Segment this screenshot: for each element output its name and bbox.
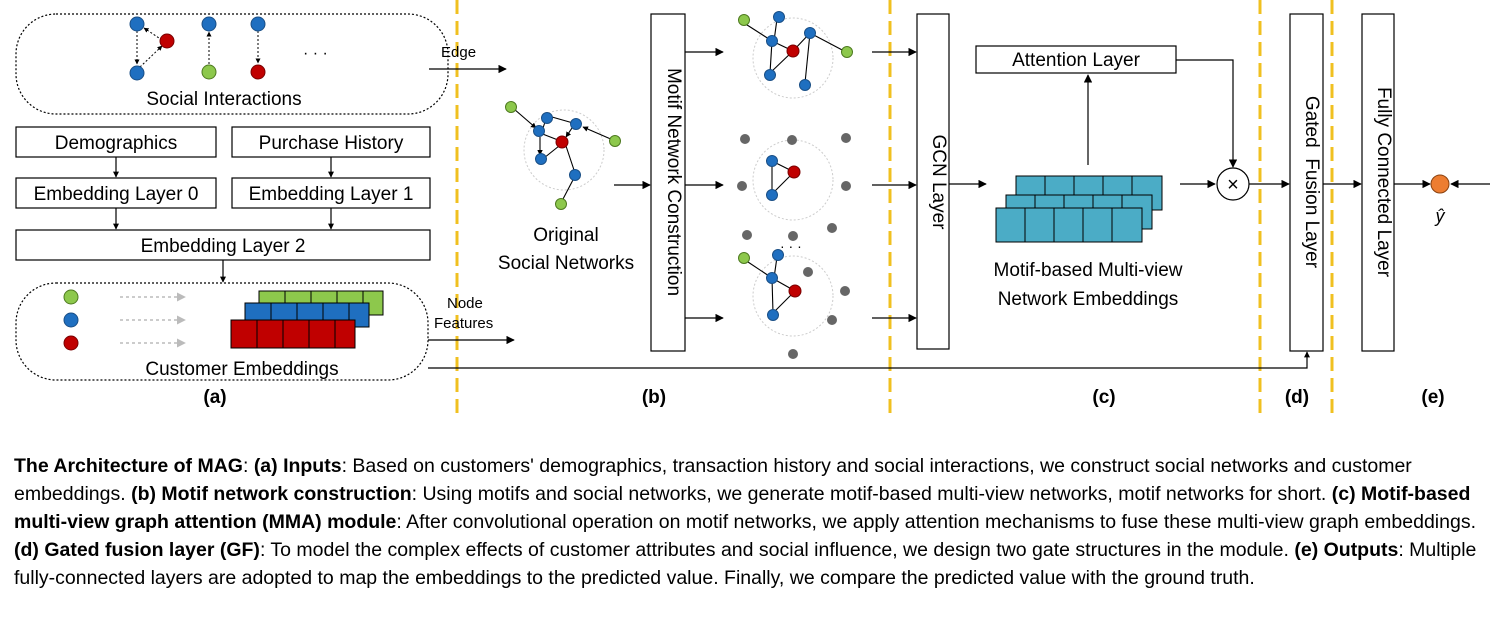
customer-embeddings-label: Customer Embeddings (145, 359, 338, 380)
customer-embeddings-group: Customer Embeddings (15, 282, 429, 381)
fully-connected-layer-label: Fully Connected Layer (1373, 87, 1394, 278)
gated-fusion-layer-box (1289, 13, 1324, 352)
gcn-layer-box (916, 13, 950, 350)
caption-c-label: (c) Motif-based multi-view graph attenti… (14, 483, 1471, 533)
motif-view-graph-3 (738, 249, 850, 359)
panel-label-b: (b) (642, 387, 666, 408)
bypass-arrow-to-gated-fusion (428, 351, 1310, 369)
panel-label-a: (a) (203, 387, 226, 408)
y-hat-label: ŷ (1434, 206, 1446, 226)
motif-view-graph-1 (738, 11, 853, 99)
node-features-label-2: Features (434, 315, 493, 332)
demographics-label: Demographics (55, 133, 178, 154)
embedding-bar-red (230, 319, 356, 349)
caption-c-text: : After convolutional operation on motif… (396, 511, 1476, 533)
demographics-box (15, 126, 217, 158)
edge-label: Edge (441, 44, 476, 61)
pair-motif-red-icon (250, 16, 266, 80)
node-features-label-1: Node (447, 295, 483, 312)
caption-e-text: : Multiple fully-connected layers are ad… (14, 539, 1477, 589)
gcn-layer-label: GCN Layer (928, 134, 949, 230)
caption-a-text: : Based on customers' demographics, tran… (14, 455, 1412, 505)
original-networks-label-2: Social Networks (498, 253, 634, 274)
multiply-symbol: × (1227, 174, 1239, 196)
social-interactions-label: Social Interactions (146, 89, 301, 110)
figure-caption: The Architecture of MAG: (a) Inputs: Bas… (14, 452, 1484, 592)
panel-labels: (a) (b) (c) (d) (e) (203, 387, 1444, 408)
gated-fusion-layer-label: Gated Fusion Layer (1301, 96, 1322, 269)
attention-layer-label: Attention Layer (1012, 50, 1140, 71)
panel-label-c: (c) (1092, 387, 1115, 408)
original-social-network-graph (505, 101, 621, 210)
purchase-history-label: Purchase History (259, 133, 404, 154)
multi-view-embeddings-cube (995, 175, 1163, 243)
original-networks-label-1: Original (533, 225, 598, 246)
caption-b-label: (b) Motif network construction (131, 483, 412, 505)
panel-dividers (455, 0, 1334, 420)
caption-b-text: : Using motifs and social networks, we g… (411, 483, 1332, 505)
social-interactions-group: · · · Social Interactions (15, 13, 449, 115)
attention-layer-box (975, 45, 1177, 74)
caption-title: The Architecture of MAG (14, 455, 243, 477)
caption-sep: : (242, 455, 254, 477)
motif-network-construction-label: Motif Network Construction (663, 68, 684, 296)
triangle-motif-icon (129, 16, 175, 81)
mag-architecture-diagram: · · · Social Interactions Edge Demograph… (15, 0, 1490, 420)
customer-node-green (63, 289, 79, 305)
embedding-layer-1-box (231, 177, 431, 209)
customer-node-red (63, 335, 79, 351)
embedding-layer-2-label: Embedding Layer 2 (141, 236, 306, 257)
motif-view-graph-2 (737, 133, 851, 241)
arrow-attention-to-multiply (1176, 59, 1238, 168)
embedding-layer-1-label: Embedding Layer 1 (249, 184, 414, 205)
motif-network-construction-box (650, 13, 686, 352)
caption-a-label: (a) Inputs (253, 455, 342, 477)
panel-label-d: (d) (1285, 387, 1309, 408)
embeddings-label-1: Motif-based Multi-view (994, 260, 1183, 281)
customer-node-blue (63, 312, 79, 328)
motif-ellipsis: · · · (303, 45, 328, 62)
embedding-layer-0-label: Embedding Layer 0 (34, 184, 199, 205)
caption-d-text: : To model the complex effects of custom… (259, 539, 1295, 561)
fully-connected-layer-box (1361, 13, 1395, 352)
motif-views-dots: · · · (780, 238, 802, 254)
embeddings-label-2: Network Embeddings (998, 289, 1179, 310)
output-node (1430, 174, 1450, 194)
panel-label-e: (e) (1421, 387, 1444, 408)
pair-motif-green-icon (201, 16, 217, 80)
caption-e-label: (e) Outputs (1294, 539, 1399, 561)
caption-d-label: (d) Gated fusion layer (GF) (14, 539, 260, 561)
